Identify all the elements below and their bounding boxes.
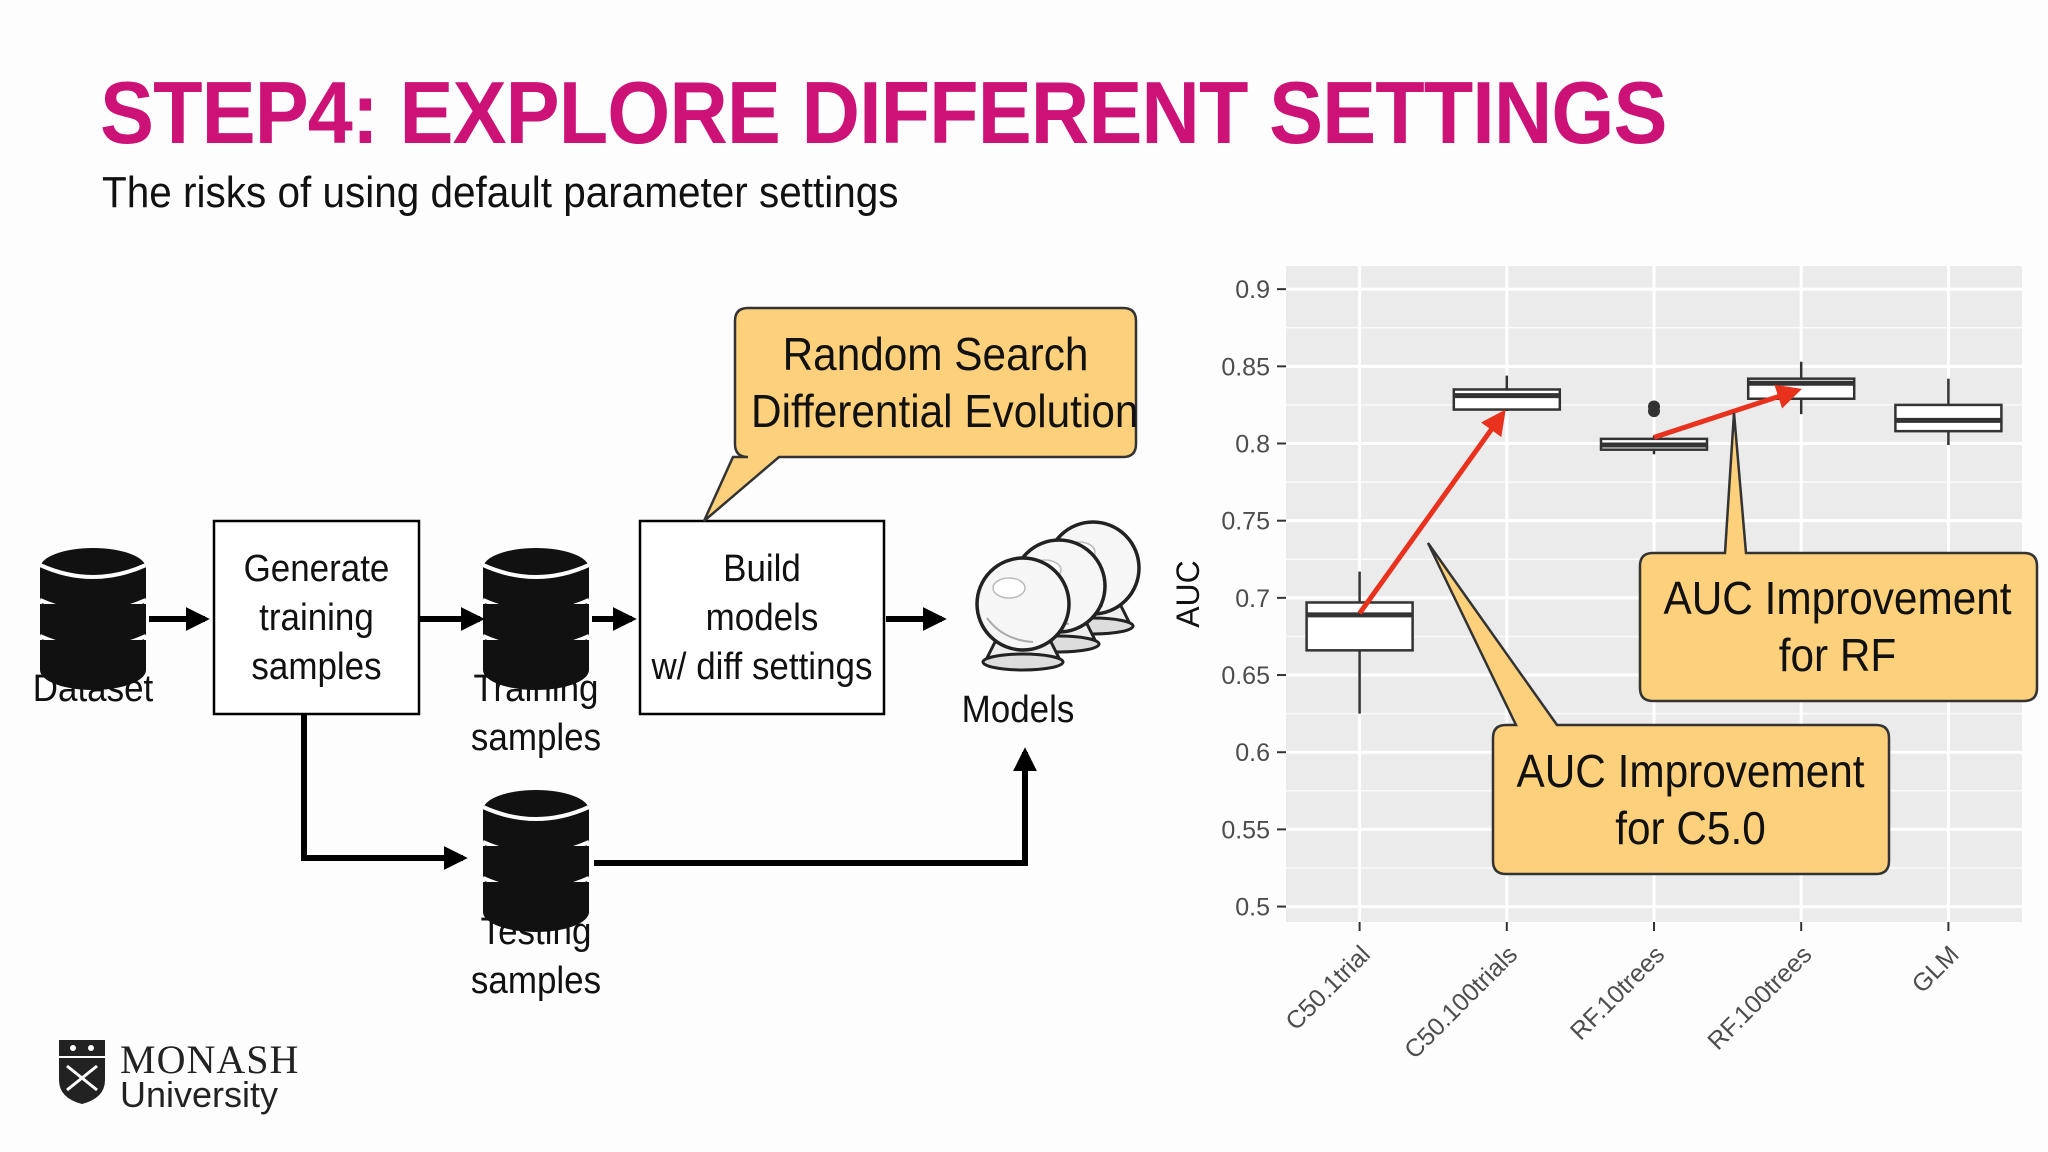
x-tick-label: GLM xyxy=(1907,940,1965,998)
box-C50.100trials xyxy=(1452,388,1562,411)
slide-subtitle: The risks of using default parameter set… xyxy=(102,168,899,217)
y-tick-label: 0.65 xyxy=(1221,662,1270,690)
settings-callout xyxy=(702,306,1138,522)
models-label: Models xyxy=(961,689,1075,731)
c50-callout-text: AUC Improvement for C5.0 xyxy=(1516,745,1865,854)
training-label: Training samples xyxy=(470,668,602,759)
x-tick-label: C50.100trials xyxy=(1399,940,1523,1064)
build-box xyxy=(638,519,886,716)
y-tick-label: 0.7 xyxy=(1235,585,1270,613)
x-tick-label: RF.100trees xyxy=(1702,940,1817,1055)
testing-label: Testing samples xyxy=(470,911,602,1002)
y-tick-label: 0.8 xyxy=(1235,431,1270,459)
x-tick-label: C50.1trial xyxy=(1280,940,1375,1035)
logo-subtitle: University xyxy=(120,1074,279,1115)
y-tick-label: 0.9 xyxy=(1235,276,1270,304)
generate-box-label: Generate training samples xyxy=(243,548,390,688)
c50-callout xyxy=(1426,542,1891,876)
x-tick-label: RF.10trees xyxy=(1565,940,1670,1045)
rf-callout-text: AUC Improvement for RF xyxy=(1663,572,2012,681)
improvement-arrow xyxy=(1653,384,1802,440)
outlier-point xyxy=(1648,400,1660,413)
monash-crest-icon xyxy=(55,1040,109,1109)
y-axis-title: AUC xyxy=(1170,560,1206,628)
improvement-arrow xyxy=(1357,409,1506,615)
rf-callout xyxy=(1638,412,2039,703)
logo-name: MONASH xyxy=(120,1037,300,1082)
y-tick-label: 0.55 xyxy=(1221,816,1270,844)
slide-title: STEP4: EXPLORE DIFFERENT SETTINGS xyxy=(100,63,1667,162)
y-tick-label: 0.75 xyxy=(1221,508,1270,536)
generate-box xyxy=(212,519,421,716)
y-tick-label: 0.6 xyxy=(1235,739,1270,767)
y-tick-label: 0.5 xyxy=(1235,894,1270,922)
build-box-label: Build models w/ diff settings xyxy=(651,548,873,688)
flow-arrows xyxy=(149,607,1037,870)
y-tick-label: 0.85 xyxy=(1221,353,1270,381)
dataset-label: Dataset xyxy=(32,668,154,710)
box-C50.1trial xyxy=(1305,601,1414,652)
settings-callout-text: Random Search Differential Evolution xyxy=(751,328,1139,437)
